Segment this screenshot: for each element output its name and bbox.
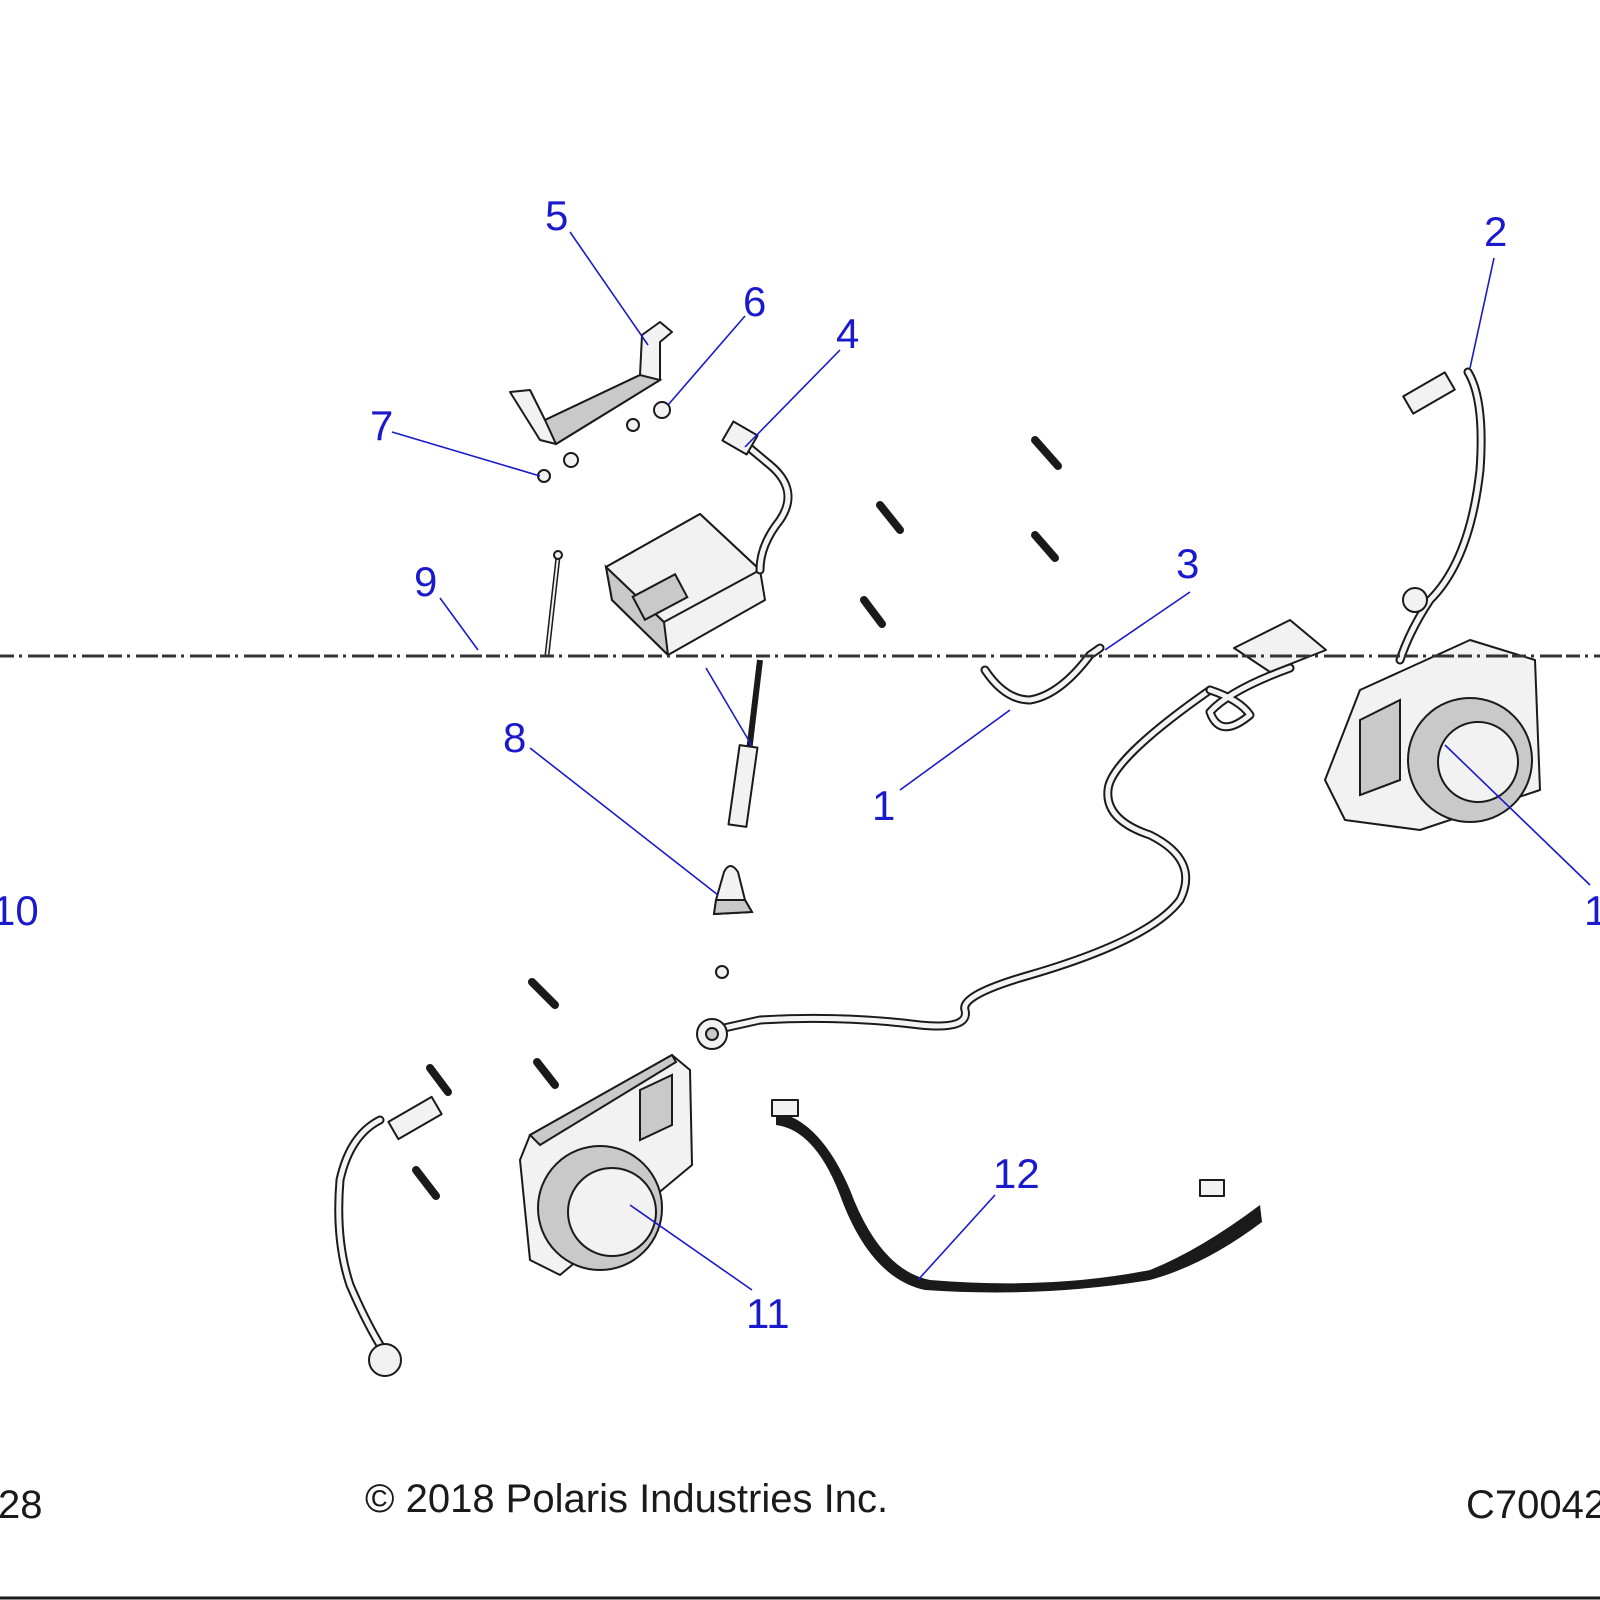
- speaker-pigtail-right: [1395, 367, 1486, 665]
- callout-10: 10: [0, 887, 39, 934]
- antenna-cable: [980, 643, 1105, 705]
- callout-11-right: 1: [1584, 887, 1600, 934]
- callout-2: 2: [1484, 208, 1507, 255]
- speaker-enclosure-right: [1324, 639, 1541, 831]
- leader-lines: [391, 231, 1591, 1291]
- screw-group-lower: [412, 978, 559, 1200]
- callout-5: 5: [545, 192, 568, 239]
- callout-9: 9: [414, 558, 437, 605]
- antenna-rod: [544, 550, 763, 828]
- speaker-enclosure-left: [519, 1053, 693, 1276]
- callout-6: 6: [743, 278, 766, 325]
- callout-4: 4: [836, 310, 859, 357]
- speaker-pigtail-left: [334, 1095, 443, 1377]
- nut-small: [563, 401, 671, 468]
- figure-code: C70042: [1466, 1483, 1600, 1527]
- callout-7: 7: [370, 402, 393, 449]
- copyright-notice: © 2018 Polaris Industries Inc.: [365, 1477, 888, 1521]
- footer: 28 © 2018 Polaris Industries Inc. C70042: [0, 1477, 1600, 1527]
- callout-11: 11: [746, 1290, 790, 1337]
- callout-labels: 5 6 4 7 9 3 2 8 1 10 1 11 12: [0, 192, 1600, 1337]
- callout-12: 12: [993, 1150, 1040, 1197]
- callout-1: 1: [872, 782, 895, 829]
- callout-8: 8: [503, 714, 526, 761]
- screw-group-upper: [860, 436, 1062, 628]
- speaker-harness: [696, 619, 1327, 1050]
- radio-module: [604, 420, 793, 658]
- ground-strap: [771, 1099, 1262, 1293]
- page-number: 28: [0, 1483, 43, 1527]
- mounting-bracket: [509, 321, 673, 446]
- callout-3: 3: [1176, 540, 1199, 587]
- antenna-base: [712, 865, 754, 979]
